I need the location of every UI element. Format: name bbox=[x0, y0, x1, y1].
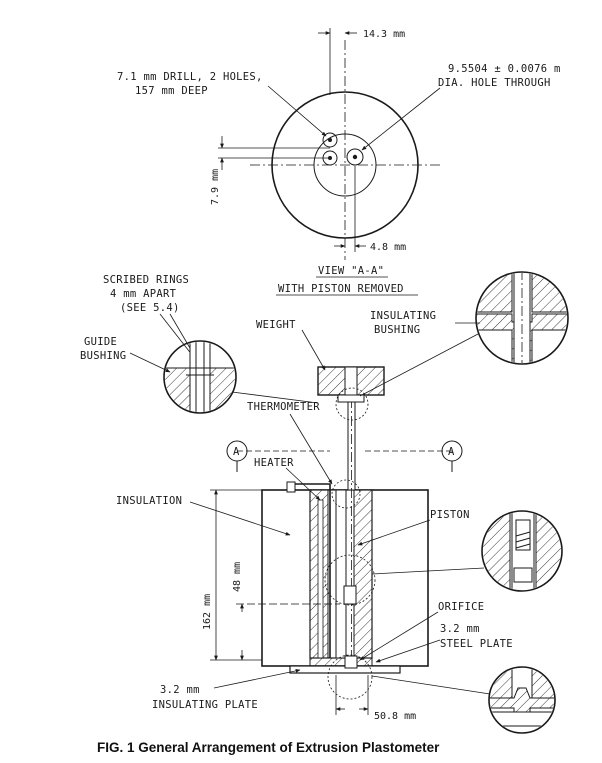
piston-tip bbox=[343, 585, 357, 605]
steel-plate-label: STEEL PLATE bbox=[440, 638, 513, 650]
section-view: A A 162 mm 48 mm 50.8 mm bbox=[202, 366, 463, 722]
detail-insulating-bushing bbox=[475, 271, 569, 365]
hole-note-line2: DIA. HOLE THROUGH bbox=[438, 77, 551, 89]
figure-caption: FIG. 1 General Arrangement of Extrusion … bbox=[97, 740, 440, 755]
insulating-bushing-line1: INSULATING bbox=[370, 310, 436, 322]
heater-label: HEATER bbox=[254, 457, 294, 469]
detail-orifice bbox=[488, 666, 556, 734]
dim-162: 162 mm bbox=[202, 594, 213, 630]
dim-14-3: 14.3 mm bbox=[363, 29, 405, 40]
drill-note-line2: 157 mm DEEP bbox=[135, 85, 208, 97]
svg-text:A: A bbox=[233, 446, 240, 458]
bore bbox=[335, 489, 347, 659]
view-title-line2: WITH PISTON REMOVED bbox=[278, 283, 404, 295]
weight-label: WEIGHT bbox=[256, 319, 296, 331]
scribed-rings-line1: SCRIBED RINGS bbox=[103, 274, 189, 286]
top-view: 14.3 mm 7.1 mm DRILL, 2 HOLES, 157 mm DE… bbox=[117, 28, 561, 296]
steel-plate-dim: 3.2 mm bbox=[440, 623, 480, 635]
hole-note-line1: 9.5504 ± 0.0076 m bbox=[448, 63, 561, 75]
orifice bbox=[344, 655, 358, 669]
drill-hole-upper bbox=[322, 132, 338, 148]
insulating-plate-label: INSULATING PLATE bbox=[152, 699, 258, 711]
thermometer-label: THERMOMETER bbox=[247, 401, 320, 413]
detail-guide-bushing bbox=[163, 340, 237, 414]
view-title-line1: VIEW "A-A" bbox=[318, 265, 384, 277]
insulation-label: INSULATION bbox=[116, 495, 182, 507]
section-labels: SCRIBED RINGS 4 mm APART (SEE 5.4) GUIDE… bbox=[80, 274, 513, 711]
orifice-label: ORIFICE bbox=[438, 601, 484, 613]
piston-label: PISTON bbox=[430, 509, 470, 521]
guide-bushing-line2: BUSHING bbox=[80, 350, 126, 362]
detail-piston bbox=[481, 510, 563, 592]
scribed-rings-line2: 4 mm APART bbox=[110, 288, 177, 300]
drill-note-line1: 7.1 mm DRILL, 2 HOLES, bbox=[117, 71, 263, 83]
dim-7-9: 7.9 mm bbox=[210, 169, 221, 205]
heater-tube bbox=[317, 499, 324, 659]
insulating-plate-dim: 3.2 mm bbox=[160, 684, 200, 696]
dim-4-8: 4.8 mm bbox=[370, 242, 406, 253]
scribed-rings-line3: (SEE 5.4) bbox=[120, 302, 180, 314]
guide-bushing-line1: GUIDE bbox=[84, 336, 117, 348]
dim-50-8: 50.8 mm bbox=[374, 711, 416, 722]
svg-text:A: A bbox=[448, 446, 455, 458]
insulating-bushing-line2: BUSHING bbox=[374, 324, 420, 336]
dim-48: 48 mm bbox=[232, 562, 243, 592]
